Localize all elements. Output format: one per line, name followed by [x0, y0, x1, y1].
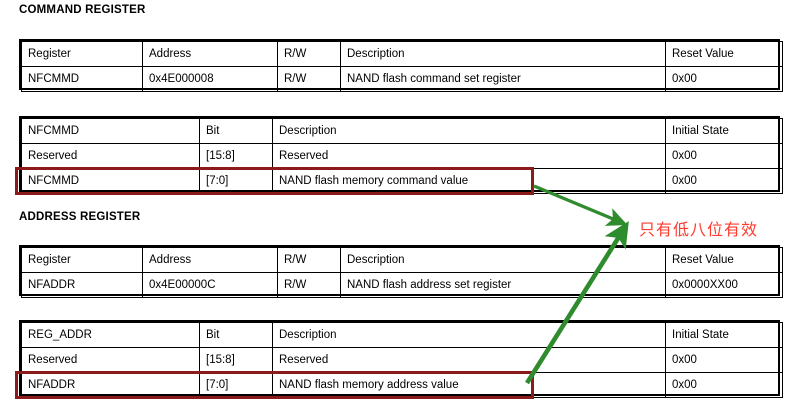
col-header-initial-state: Initial State: [665, 322, 783, 348]
table-header-row: Register Address R/W Description Reset V…: [21, 41, 783, 67]
cell-field-name: NFADDR: [21, 372, 200, 398]
table-nfcmmd-bits: NFCMMD Bit Description Initial State Res…: [19, 116, 783, 194]
col-header-address: Address: [142, 41, 278, 67]
cell-field-name: NFCMMD: [21, 168, 200, 194]
table-header-row: NFCMMD Bit Description Initial State: [21, 118, 783, 144]
cell-reset-value: 0x0000XX00: [665, 272, 783, 298]
cell-description: NAND flash address set register: [340, 272, 666, 298]
table-row: NFCMMD 0x4E000008 R/W NAND flash command…: [21, 66, 783, 92]
cell-field-name: Reserved: [21, 347, 200, 373]
table-row: NFCMMD [7:0] NAND flash memory command v…: [21, 168, 783, 194]
col-header-bit: Bit: [199, 118, 273, 144]
col-header-nfcmmd: NFCMMD: [21, 118, 200, 144]
table-row: NFADDR [7:0] NAND flash memory address v…: [21, 372, 783, 398]
table-row: Reserved [15:8] Reserved 0x00: [21, 143, 783, 169]
col-header-initial-state: Initial State: [665, 118, 783, 144]
cell-description: NAND flash memory command value: [272, 168, 666, 194]
col-header-description: Description: [340, 247, 666, 273]
cell-rw: R/W: [277, 66, 341, 92]
cell-bit: [15:8]: [199, 347, 273, 373]
cell-description: NAND flash memory address value: [272, 372, 666, 398]
cell-rw: R/W: [277, 272, 341, 298]
table-row: Reserved [15:8] Reserved 0x00: [21, 347, 783, 373]
cell-reset-value: 0x00: [665, 66, 783, 92]
cell-initial-state: 0x00: [665, 347, 783, 373]
cell-initial-state: 0x00: [665, 168, 783, 194]
table-header-row: Register Address R/W Description Reset V…: [21, 247, 783, 273]
col-header-rw: R/W: [277, 41, 341, 67]
annotation-note-low-eight-bits-valid: 只有低八位有效: [639, 220, 759, 239]
cell-address: 0x4E000008: [142, 66, 278, 92]
cell-register: NFCMMD: [21, 66, 143, 92]
col-header-bit: Bit: [199, 322, 273, 348]
col-header-description: Description: [272, 118, 666, 144]
col-header-description: Description: [272, 322, 666, 348]
table-address-register: Register Address R/W Description Reset V…: [19, 245, 783, 298]
table-command-register: Register Address R/W Description Reset V…: [19, 39, 783, 92]
cell-bit: [15:8]: [199, 143, 273, 169]
col-header-register: Register: [21, 41, 143, 67]
cell-initial-state: 0x00: [665, 143, 783, 169]
col-header-register: Register: [21, 247, 143, 273]
cell-bit: [7:0]: [199, 372, 273, 398]
table-reg-addr-bits: REG_ADDR Bit Description Initial State R…: [19, 320, 783, 398]
table-row: NFADDR 0x4E00000C R/W NAND flash address…: [21, 272, 783, 298]
cell-initial-state: 0x00: [665, 372, 783, 398]
col-header-reg-addr: REG_ADDR: [21, 322, 200, 348]
section-title-address-register: ADDRESS REGISTER: [19, 211, 141, 223]
cell-description: Reserved: [272, 347, 666, 373]
col-header-reset-value: Reset Value: [665, 247, 783, 273]
cell-register: NFADDR: [21, 272, 143, 298]
cell-bit: [7:0]: [199, 168, 273, 194]
col-header-address: Address: [142, 247, 278, 273]
col-header-description: Description: [340, 41, 666, 67]
cell-description: NAND flash command set register: [340, 66, 666, 92]
cell-field-name: Reserved: [21, 143, 200, 169]
col-header-rw: R/W: [277, 247, 341, 273]
table-header-row: REG_ADDR Bit Description Initial State: [21, 322, 783, 348]
section-title-command-register: COMMAND REGISTER: [19, 4, 146, 16]
cell-description: Reserved: [272, 143, 666, 169]
cell-address: 0x4E00000C: [142, 272, 278, 298]
col-header-reset-value: Reset Value: [665, 41, 783, 67]
